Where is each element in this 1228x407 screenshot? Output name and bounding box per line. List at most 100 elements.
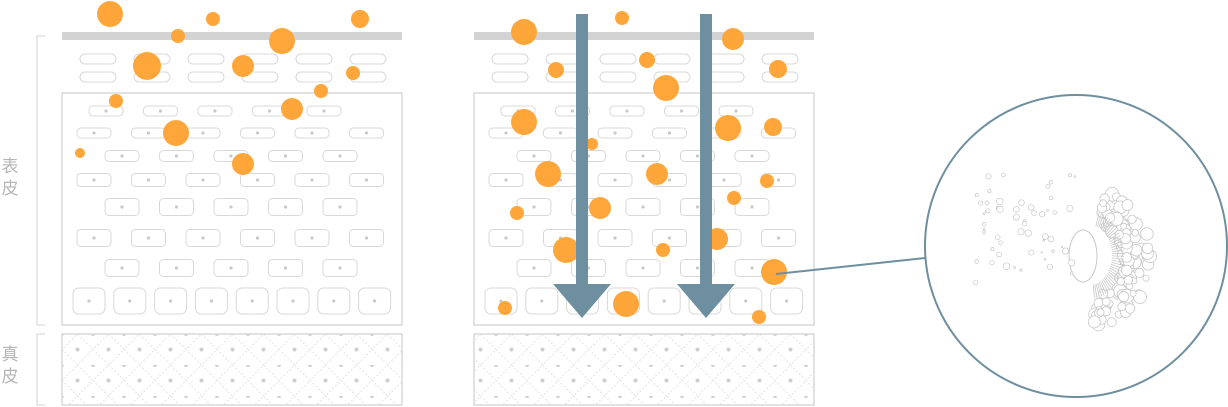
dispersed-particle: [982, 222, 987, 227]
arrow-shaft: [576, 14, 588, 286]
particle: [163, 120, 189, 146]
vesicle-bead: [1101, 297, 1111, 307]
dispersed-particle: [1048, 180, 1053, 185]
cell-nucleus: [667, 236, 672, 240]
cell-nucleus: [625, 109, 629, 113]
lipid-strand: [1111, 252, 1125, 255]
skin-cell: [734, 198, 770, 216]
cell-nucleus: [662, 299, 666, 303]
dispersed-particle: [998, 240, 1003, 245]
dispersed-particle: [1073, 175, 1077, 178]
cell-nucleus: [120, 205, 124, 209]
particle: [769, 60, 787, 78]
lipid-strand: [1098, 282, 1105, 296]
cell-nucleus: [776, 236, 781, 240]
skin-cell: [76, 173, 112, 187]
epidermis-box: [473, 92, 815, 326]
basal-cell: [770, 287, 804, 315]
particles-surface-group: [75, 1, 369, 175]
vesicle-bead: [1118, 291, 1130, 303]
lipid-strand: [1111, 257, 1124, 260]
particle: [511, 19, 537, 45]
cell-nucleus: [338, 266, 342, 270]
dispersed-particle: [1039, 211, 1046, 218]
dispersed-particle: [1066, 204, 1074, 212]
lipid-strand: [1102, 218, 1111, 231]
particle: [281, 98, 303, 120]
cell-nucleus: [283, 154, 288, 158]
vesicle-bead: [1099, 199, 1107, 208]
skin-cell: [185, 229, 221, 247]
surface-cell: [295, 53, 333, 65]
skin-cell: [597, 173, 633, 187]
particle: [171, 29, 185, 43]
lipid-strand: [1110, 240, 1123, 246]
skin-cell: [322, 198, 358, 216]
skin-cell: [652, 127, 687, 139]
basal-cell: [113, 287, 147, 315]
cell-nucleus: [785, 299, 789, 303]
lipid-strand: [1107, 229, 1119, 239]
surface-cell: [295, 71, 333, 83]
lipid-strand: [1105, 225, 1116, 236]
cell-nucleus: [695, 205, 700, 209]
cell-nucleus: [213, 109, 217, 113]
magnifier-group: [775, 94, 1228, 398]
dispersed-particle: [1013, 213, 1020, 221]
dispersed-particle: [1043, 257, 1047, 261]
vesicle-bead: [1121, 199, 1134, 211]
cell-nucleus: [641, 205, 645, 209]
vesicle-bead: [1142, 274, 1150, 282]
cell-nucleus: [267, 109, 272, 113]
stratum-corneum-bar: [474, 32, 814, 40]
vesicle-bead: [1121, 264, 1133, 277]
particle: [97, 1, 123, 27]
skin-cell: [652, 229, 687, 247]
epidermis-label: 表 皮: [0, 156, 20, 200]
particle: [548, 62, 564, 78]
surface-cell: [187, 53, 225, 65]
cell-nucleus: [201, 131, 205, 135]
lipid-strand: [1101, 217, 1109, 230]
cell-nucleus: [364, 178, 369, 182]
lipid-strand: [1111, 261, 1124, 266]
vesicle-bead: [1087, 315, 1101, 329]
particle: [639, 52, 655, 68]
vesicle-bead: [1131, 229, 1139, 237]
dispersed-particle: [1013, 266, 1016, 269]
cell-nucleus: [532, 154, 536, 158]
basal-cell: [154, 287, 188, 315]
basal-cell: [72, 287, 106, 315]
particles-penetrating-group: [498, 11, 787, 324]
skin-panel-with-treatment: [473, 32, 815, 406]
skin-cell: [268, 198, 303, 216]
vesicle-bead: [1121, 252, 1132, 263]
basal-cell: [276, 287, 310, 315]
cell-nucleus: [128, 299, 132, 303]
cell-nucleus: [750, 154, 754, 158]
basal-cell: [358, 287, 392, 315]
skin-cell: [680, 150, 715, 162]
dispersed-particle: [1051, 249, 1055, 253]
skin-cell: [143, 105, 178, 117]
lipid-strand: [1102, 278, 1111, 291]
lipid-strand: [1099, 215, 1107, 229]
surface-cell: [491, 53, 529, 65]
particle: [314, 84, 328, 98]
cell-nucleus: [750, 205, 754, 209]
dispersed-particle: [987, 189, 992, 194]
skin-cell: [761, 229, 796, 247]
basal-cell: [317, 287, 351, 315]
skin-cell: [680, 259, 715, 277]
dispersed-particle: [1002, 262, 1011, 270]
lipid-strand: [1111, 259, 1124, 263]
cell-nucleus: [504, 236, 508, 240]
lipid-strand: [1094, 284, 1098, 299]
lipid-strand: [1108, 271, 1119, 280]
dermis-box: [473, 333, 815, 406]
particle: [761, 259, 787, 285]
cell-nucleus: [209, 299, 213, 303]
skin-cell: [76, 229, 112, 247]
particle: [346, 66, 360, 80]
cell-nucleus: [146, 236, 151, 240]
